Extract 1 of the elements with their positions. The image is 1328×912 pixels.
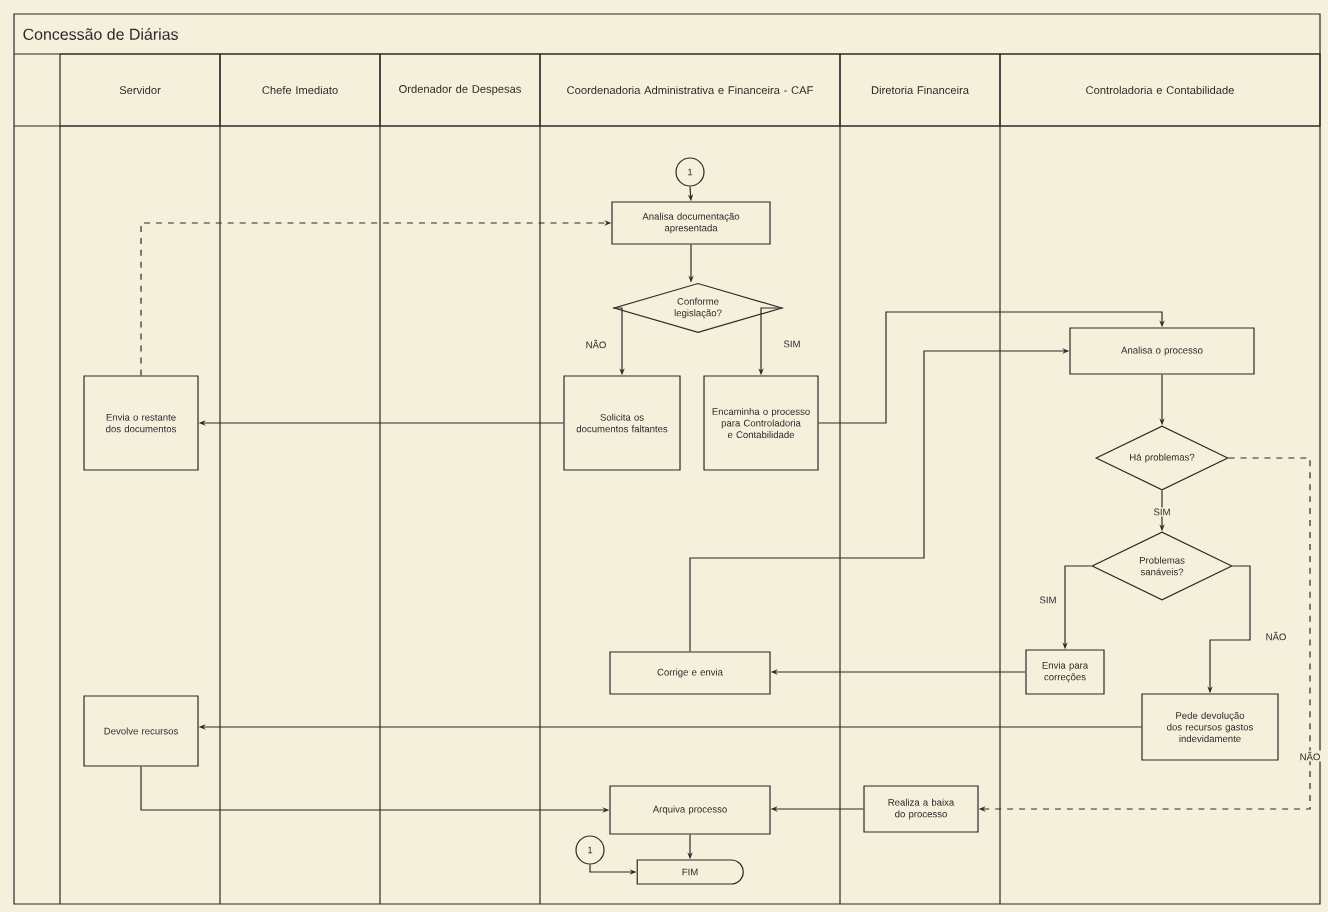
arrow [818, 311, 1165, 424]
